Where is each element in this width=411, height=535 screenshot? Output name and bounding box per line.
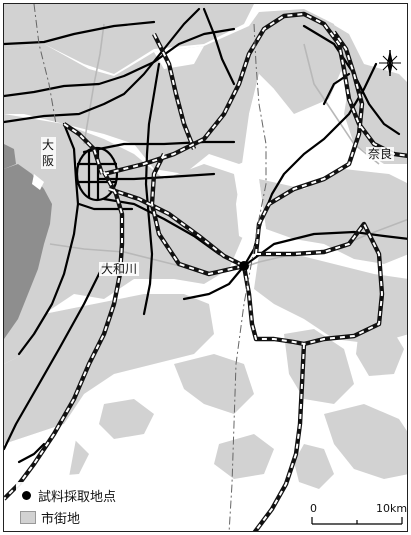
yamato-river-label: 大和川 bbox=[99, 262, 140, 276]
sampling-point-marker bbox=[239, 261, 249, 271]
railways bbox=[4, 11, 407, 531]
nara-label: 奈良 bbox=[366, 147, 395, 161]
legend-row-urban: 市街地 bbox=[20, 506, 116, 528]
scale-ten-label: 10km bbox=[376, 502, 408, 515]
roads bbox=[4, 7, 407, 464]
compass-rose-icon bbox=[379, 50, 401, 76]
legend-row-sampling: 試料採取地点 bbox=[20, 484, 116, 506]
osaka-bay bbox=[4, 144, 52, 339]
map-legend: 試料採取地点 市街地 bbox=[16, 482, 121, 531]
urban-swatch-icon bbox=[20, 510, 36, 524]
map-frame: 大阪 奈良 大和川 試料採取地点 市街地 0 10km bbox=[3, 3, 408, 532]
scale-bar-graphic bbox=[311, 517, 403, 525]
scale-zero-label: 0 bbox=[310, 502, 317, 515]
scale-bar: 0 10km bbox=[308, 502, 408, 530]
legend-sampling-label: 試料採取地点 bbox=[38, 489, 117, 505]
prefecture-boundaries bbox=[33, 4, 267, 531]
osaka-label: 大阪 bbox=[41, 137, 56, 169]
legend-urban-label: 市街地 bbox=[41, 511, 81, 527]
black-dot-icon bbox=[22, 490, 31, 500]
map-canvas bbox=[4, 4, 407, 531]
